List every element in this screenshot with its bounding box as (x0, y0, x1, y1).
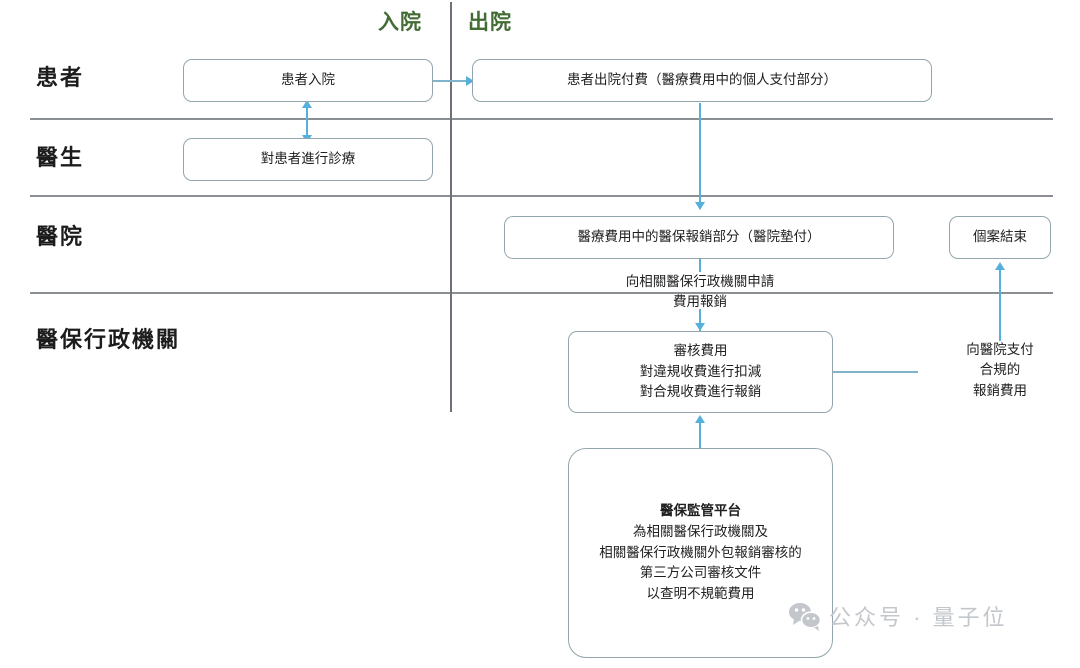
edge-label-pay-hospital: 向醫院支付 合規的 報銷費用 (966, 342, 1034, 398)
lane-divider-patient-doctor (30, 118, 1053, 120)
connector-hospital-to-audit-upper (699, 259, 701, 272)
audit-line-1: 審核費用 (673, 342, 728, 358)
arrowhead-payment-to-case-closed (995, 262, 1005, 270)
column-divider (450, 2, 452, 412)
arrowhead-discharge-to-hospital (695, 202, 705, 210)
arrowhead-platform-to-audit (695, 415, 705, 423)
lane-label-insurance: 醫保行政機關 (36, 327, 181, 352)
lane-label-hospital: 醫院 (36, 224, 85, 249)
connector-admit-to-discharge (433, 80, 472, 82)
platform-title: 醫保監管平台 (660, 502, 741, 518)
connector-payment-to-case-closed (999, 266, 1001, 341)
lane-divider-doctor-hospital (30, 195, 1053, 197)
platform-line-1: 為相關醫保行政機關及 (633, 523, 768, 539)
lane-label-patient: 患者 (36, 65, 85, 90)
connector-patient-doctor (306, 101, 308, 142)
arrowhead-patient-doctor-up (302, 100, 312, 108)
connector-audit-to-payment (833, 371, 918, 373)
watermark-text: 公众号 · 量子位 (829, 605, 1008, 630)
wechat-icon (788, 601, 822, 631)
column-header-admission: 入院 (378, 10, 422, 34)
arrowhead-admit-to-discharge (466, 76, 474, 86)
node-patient-admission[interactable]: 患者入院 (183, 59, 433, 102)
platform-line-3: 第三方公司審核文件 (639, 565, 762, 581)
node-patient-discharge-payment[interactable]: 患者出院付費（醫療費用中的個人支付部分） (472, 59, 932, 102)
lane-label-doctor: 醫生 (36, 145, 85, 170)
node-doctor-treatment[interactable]: 對患者進行診療 (183, 138, 433, 181)
connector-platform-to-audit (699, 418, 701, 450)
arrowhead-hospital-to-audit (695, 323, 705, 331)
audit-line-3: 對合規收費進行報銷 (639, 384, 762, 400)
node-hospital-advance-payment[interactable]: 醫療費用中的醫保報銷部分（醫院墊付） (504, 216, 894, 259)
platform-line-2: 相關醫保行政機關外包報銷審核的 (599, 544, 802, 560)
lane-divider-hospital-insurance (30, 292, 1053, 294)
column-header-discharge: 出院 (468, 10, 512, 34)
audit-line-2: 對違規收費進行扣減 (639, 363, 762, 379)
connector-discharge-to-hospital (699, 103, 701, 209)
watermark: 公众号 · 量子位 (788, 600, 1008, 632)
node-insurance-supervision-platform[interactable]: 醫保監管平台 為相關醫保行政機關及 相關醫保行政機關外包報銷審核的 第三方公司審… (568, 448, 833, 658)
connector-hospital-to-audit-lower (699, 309, 701, 331)
platform-line-4: 以查明不規範費用 (646, 586, 755, 602)
node-case-closed[interactable]: 個案結束 (949, 216, 1051, 259)
edge-label-apply-reimbursement: 向相關醫保行政機關申請 費用報銷 (625, 274, 775, 310)
node-audit-fees[interactable]: 審核費用 對違規收費進行扣減 對合規收費進行報銷 (568, 331, 833, 413)
